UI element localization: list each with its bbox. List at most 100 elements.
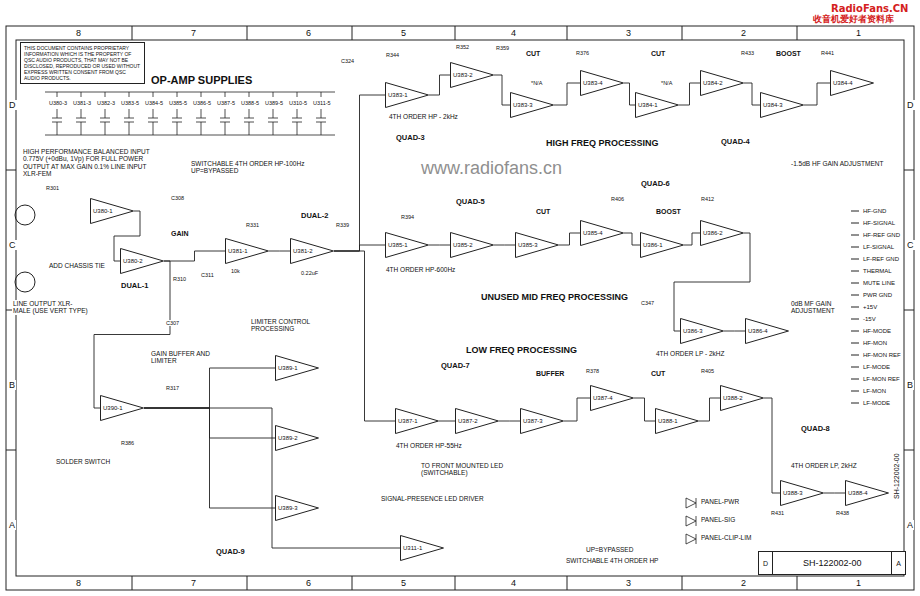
part-reference: U387-1 (395, 408, 418, 434)
wire (744, 83, 760, 105)
opamp-symbol: U381-1 (225, 238, 269, 264)
section-heading: CUT (535, 208, 551, 216)
zone-index: 5 (400, 578, 407, 588)
wire (684, 233, 700, 245)
opamp-outline (101, 396, 144, 421)
wire (564, 398, 590, 421)
opamp-outline (516, 233, 559, 258)
opamp-symbol: U386-3 (680, 318, 724, 344)
opamp-outline (761, 93, 804, 118)
part-reference: U385-5 (168, 100, 188, 106)
opamp-symbol: U385-3 (515, 232, 559, 258)
wire (494, 245, 515, 246)
opamp-outline (831, 71, 874, 96)
part-reference: U385-2 (450, 232, 473, 258)
opamp-symbol: U389-3 (275, 495, 319, 521)
opamp-outline (121, 249, 164, 274)
note-text: SOLDER SWITCH (55, 458, 111, 465)
note-text: 4TH ORDER HP-600Hz (385, 266, 456, 273)
opamp-outline (581, 221, 624, 246)
sheet-border (6, 26, 914, 590)
pin-name: PWR GND (862, 292, 893, 299)
opamp-outline (701, 71, 744, 96)
wire (494, 75, 510, 105)
part-reference: U384-4 (830, 70, 853, 96)
pin-name: -15V (862, 316, 877, 323)
opamp-symbol: U380-1 (90, 198, 134, 224)
part-reference: U386-1 (640, 232, 663, 258)
opamp-symbol: U387-2 (455, 408, 499, 434)
section-heading: DUAL-2 (300, 212, 330, 221)
opamp-symbol: U389-2 (275, 425, 319, 451)
part-reference: U311-5 (312, 100, 332, 106)
section-heading: CUT (650, 370, 666, 378)
zone-index: 8 (75, 578, 82, 588)
wire (164, 251, 225, 261)
wire-group (94, 75, 845, 548)
part-reference: U387-4 (590, 385, 613, 411)
opamp-outline (456, 409, 499, 434)
drawing-frame (16, 40, 904, 576)
note-text: PANEL-SIG (700, 516, 736, 523)
zone-index: B (906, 380, 914, 390)
part-reference: R386 (120, 440, 135, 446)
part-reference: U382-3 (96, 100, 116, 106)
wire (554, 83, 580, 105)
opamp-outline (451, 63, 494, 88)
part-reference: U380-2 (120, 248, 143, 274)
zone-index: A (906, 520, 914, 530)
zone-index: 6 (305, 578, 312, 588)
opamp-symbol: U384-1 (635, 92, 679, 118)
connector-pins (851, 211, 859, 403)
section-heading: QUAD-5 (455, 198, 486, 207)
pin-name: LF-MON REF (862, 376, 901, 383)
section-heading: CUT (650, 50, 666, 58)
section-heading: HIGH FREQ PROCESSING (545, 138, 660, 148)
part-reference: R352 (455, 44, 470, 50)
note-text: PANEL-PWR (700, 498, 740, 505)
zone-index: 1 (855, 578, 862, 588)
opamp-symbol: U390-1 (100, 395, 144, 421)
opamp-outline (641, 233, 684, 258)
part-reference: R405 (700, 368, 715, 374)
opamp-symbol: U384-2 (700, 70, 744, 96)
part-reference: U386-3 (680, 318, 703, 344)
note-text: LINE OUTPUT XLR-MALE (USE VERT TYPE) (12, 300, 89, 315)
opamp-symbol: U384-4 (830, 70, 874, 96)
title-cell: D (759, 552, 772, 574)
part-reference: U390-1 (100, 395, 123, 421)
wire (144, 408, 275, 508)
opamp-symbol: U389-1 (275, 355, 319, 381)
part-reference: R359 (495, 45, 510, 51)
wire (699, 398, 720, 421)
note-text: HIGH PERFORMANCE BALANCED INPUT 0.775V (… (22, 148, 164, 178)
wire (429, 245, 450, 246)
zone-index: 5 (400, 28, 407, 38)
watermark: www.radiofans.cn (420, 158, 563, 179)
part-reference: U389-2 (275, 425, 298, 451)
zone-index: 4 (510, 578, 517, 588)
title-cell: SH-122002-00 (772, 552, 891, 574)
part-reference: U383-4 (580, 70, 603, 96)
opamp-outline (846, 481, 889, 506)
part-reference: U384-3 (760, 92, 783, 118)
zone-index: 2 (740, 28, 747, 38)
pin-name: LF-MODE (862, 364, 891, 371)
note-text: 0dB MF GAIN ADJUSTMENT (790, 300, 850, 315)
pin-name: MUTE LINE (862, 280, 896, 287)
part-reference: R438 (835, 510, 850, 516)
section-heading: DUAL-1 (120, 282, 150, 291)
part-reference: 0.22uF (300, 270, 319, 276)
part-reference: U383-2 (450, 62, 473, 88)
part-reference: *N/A (660, 80, 673, 86)
pin-name: HF-MODE (862, 328, 892, 335)
zone-index: 6 (305, 28, 312, 38)
part-reference: R331 (245, 222, 260, 228)
opamp-outline (401, 536, 444, 561)
zone-index: C (8, 240, 17, 250)
opamp-outline (396, 409, 439, 434)
note-text: 4TH ORDER HP-55Hz (395, 442, 463, 449)
section-heading: BOOST (655, 208, 682, 216)
part-reference: R433 (740, 50, 755, 56)
